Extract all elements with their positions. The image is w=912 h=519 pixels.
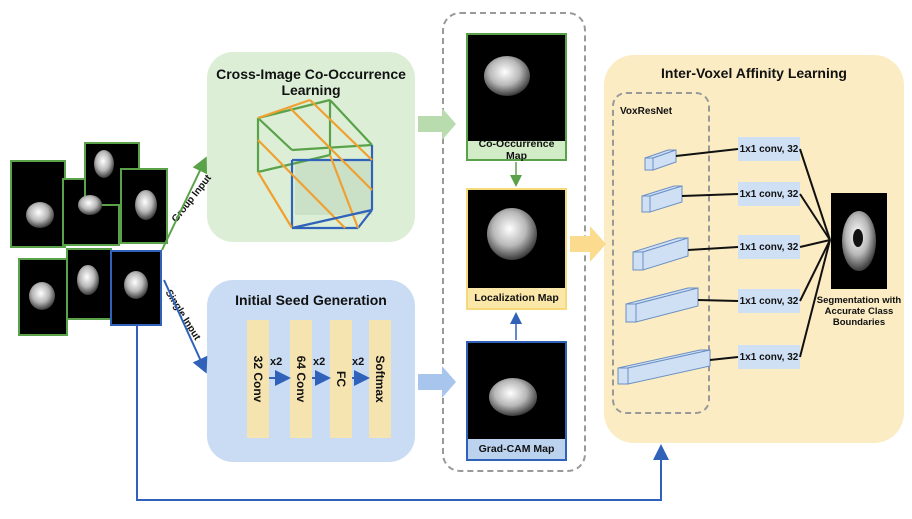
repeat-label: x2 bbox=[313, 356, 326, 368]
conv1x1-box: 1x1 conv, 32 bbox=[738, 137, 800, 161]
conv1x1-box: 1x1 conv, 32 bbox=[738, 289, 800, 313]
single-input-arrow bbox=[163, 279, 208, 374]
skip-connection-line bbox=[136, 326, 669, 501]
gradcam-blob bbox=[489, 378, 537, 416]
conv1x1-box: 1x1 conv, 32 bbox=[738, 235, 800, 259]
co-occurrence-map-label: Co-Occurrence Map bbox=[466, 138, 567, 162]
fc-layer: FC bbox=[330, 320, 352, 438]
co-occurrence-title: Cross-Image Co-Occurrence Learning bbox=[216, 66, 406, 98]
affinity-title: Inter-Voxel Affinity Learning bbox=[661, 65, 847, 81]
voxresnet-slabs bbox=[617, 149, 711, 385]
softmax-layer: Softmax bbox=[369, 320, 391, 438]
maps-to-affinity-arrow bbox=[570, 226, 606, 262]
segmentation-output-label: Segmentation with Accurate Class Boundar… bbox=[816, 295, 902, 328]
group-input-arrow bbox=[161, 156, 208, 251]
conv1x1-box: 1x1 conv, 32 bbox=[738, 345, 800, 369]
conv1x1-box: 1x1 conv, 32 bbox=[738, 182, 800, 206]
seed-to-map-arrow bbox=[418, 366, 456, 398]
cube-illustration bbox=[256, 98, 374, 230]
conv32-layer: 32 Conv bbox=[247, 320, 269, 438]
repeat-label: x2 bbox=[270, 356, 283, 368]
voxresnet-dashed-container: VoxResNet bbox=[612, 92, 710, 414]
cooccurrence-to-map-arrow bbox=[418, 108, 456, 140]
gradcam-map-label: Grad-CAM Map bbox=[466, 439, 567, 461]
voxresnet-label: VoxResNet bbox=[620, 106, 673, 117]
seed-generation-title: Initial Seed Generation bbox=[235, 292, 387, 308]
repeat-label: x2 bbox=[352, 356, 365, 368]
localization-blob bbox=[487, 208, 537, 260]
co-occurrence-blob bbox=[484, 56, 530, 96]
localization-map-label: Localization Map bbox=[466, 288, 567, 310]
conv64-layer: 64 Conv bbox=[290, 320, 312, 438]
